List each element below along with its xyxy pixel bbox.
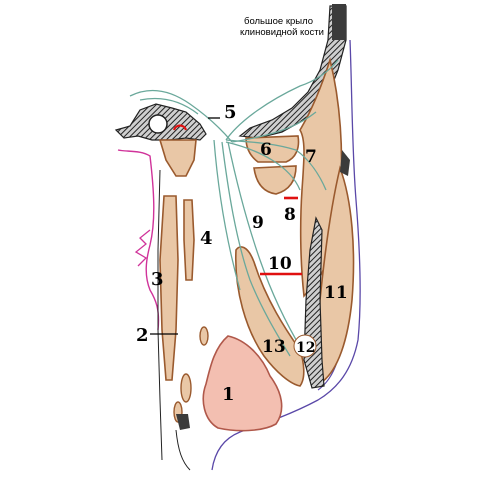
- label-2: 2: [136, 325, 149, 346]
- caption-line-1: большое крыло: [244, 16, 313, 27]
- foramen-red-mark: [172, 124, 188, 131]
- label-7: 7: [305, 147, 317, 167]
- small-muscle-a: [199, 326, 209, 346]
- mucosa-fold: [134, 229, 151, 267]
- label-10: 10: [268, 254, 292, 274]
- label-11: 11: [324, 283, 348, 303]
- mandibular-nerve-branches: [129, 59, 339, 357]
- small-muscle-b: [180, 373, 192, 403]
- outer-skin-contour: [211, 39, 361, 471]
- lateral-pterygoid-lower: [253, 165, 297, 195]
- caption-line-2: клиновидной кости: [240, 27, 324, 38]
- label-8: 8: [284, 205, 296, 225]
- label-1: 1: [222, 384, 235, 405]
- deep-contour-line: [175, 429, 191, 471]
- label-13: 13: [262, 337, 286, 357]
- label-3: 3: [151, 269, 164, 290]
- pharyngeal-mucosa: [117, 149, 160, 331]
- prevertebral-muscle-upper: [158, 139, 197, 177]
- styloid-tip: [176, 414, 190, 430]
- label-4: 4: [200, 228, 213, 249]
- skull-edge-strip: [332, 4, 346, 40]
- label-9: 9: [252, 213, 264, 233]
- label-6: 6: [260, 140, 272, 160]
- inner-vertical-line: [157, 169, 163, 461]
- label-12: 12: [296, 340, 315, 356]
- label-5: 5: [224, 102, 237, 123]
- coronoid-tip: [340, 150, 350, 176]
- foramen-ring: [148, 114, 168, 134]
- parotid-gland: [202, 335, 283, 432]
- label-12-badge: [293, 334, 317, 358]
- stylopharyngeus-strip: [183, 199, 195, 281]
